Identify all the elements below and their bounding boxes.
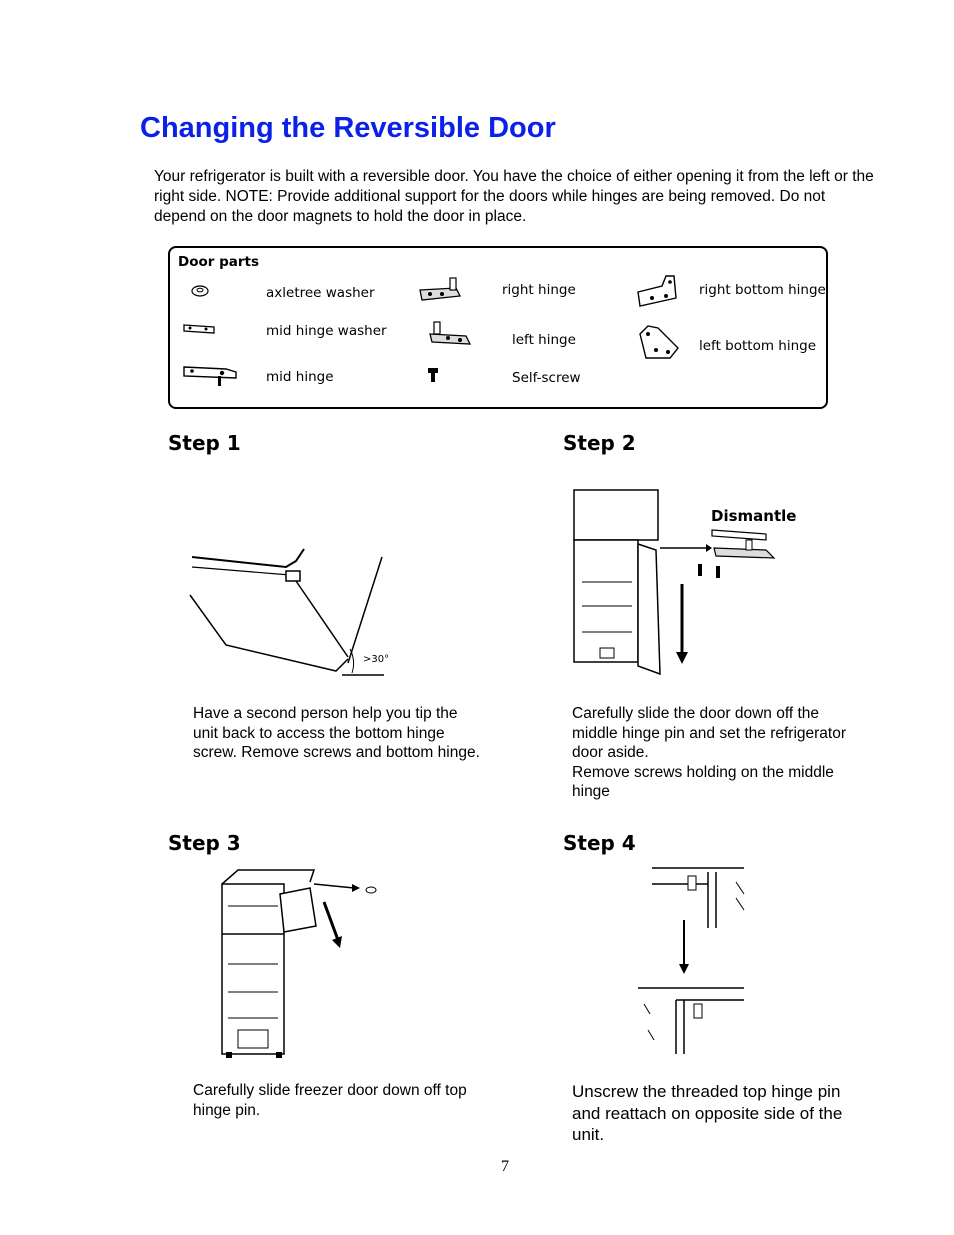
step-1-figure: >30°	[186, 545, 391, 680]
step-2-caption-line-2: Remove screws holding on the middle hing…	[572, 763, 862, 802]
part-label-self-screw: Self-screw	[512, 370, 581, 386]
angle-label: >30°	[363, 654, 389, 665]
mid-hinge-washer-icon	[182, 321, 218, 337]
step-2-heading: Step 2	[563, 431, 636, 455]
step-2-caption: Carefully slide the door down off the mi…	[572, 704, 862, 802]
screw-icon	[426, 367, 442, 385]
left-hinge-icon	[428, 320, 476, 350]
step-4-caption: Unscrew the threaded top hinge pin and r…	[572, 1081, 862, 1146]
step-2-figure: Dismantle	[570, 484, 810, 679]
intro-paragraph: Your refrigerator is built with a revers…	[154, 167, 874, 227]
step-3-caption-line: Carefully slide freezer door down off to…	[193, 1081, 483, 1120]
step-4-heading: Step 4	[563, 831, 636, 855]
step-3-heading: Step 3	[168, 831, 241, 855]
step-3-figure	[218, 866, 383, 1063]
step-1-caption-line: Have a second person help you tip the un…	[193, 704, 483, 763]
part-label-axletree-washer: axletree washer	[266, 285, 375, 301]
part-label-right-hinge: right hinge	[502, 282, 576, 298]
part-label-right-bottom-hinge: right bottom hinge	[699, 282, 826, 298]
step-4-figure	[636, 864, 748, 1056]
page-number: 7	[0, 1158, 954, 1176]
step-4-caption-line: Unscrew the threaded top hinge pin and r…	[572, 1081, 862, 1146]
part-label-mid-hinge-washer: mid hinge washer	[266, 323, 387, 339]
right-bottom-hinge-icon	[636, 272, 682, 312]
left-bottom-hinge-icon	[636, 322, 682, 362]
step-1-heading: Step 1	[168, 431, 241, 455]
part-label-left-hinge: left hinge	[512, 332, 576, 348]
door-parts-heading: Door parts	[178, 254, 259, 270]
mid-hinge-icon	[182, 364, 240, 388]
washer-icon	[190, 284, 212, 298]
step-1-caption: Have a second person help you tip the un…	[193, 704, 483, 763]
right-hinge-icon	[416, 276, 464, 306]
dismantle-label: Dismantle	[711, 507, 796, 525]
step-3-caption: Carefully slide freezer door down off to…	[193, 1081, 483, 1120]
part-label-left-bottom-hinge: left bottom hinge	[699, 338, 816, 354]
page-title: Changing the Reversible Door	[140, 112, 556, 145]
door-parts-box: Door parts axletree washer mid hinge was…	[168, 246, 828, 409]
step-2-caption-line-1: Carefully slide the door down off the mi…	[572, 704, 862, 763]
part-label-mid-hinge: mid hinge	[266, 369, 334, 385]
